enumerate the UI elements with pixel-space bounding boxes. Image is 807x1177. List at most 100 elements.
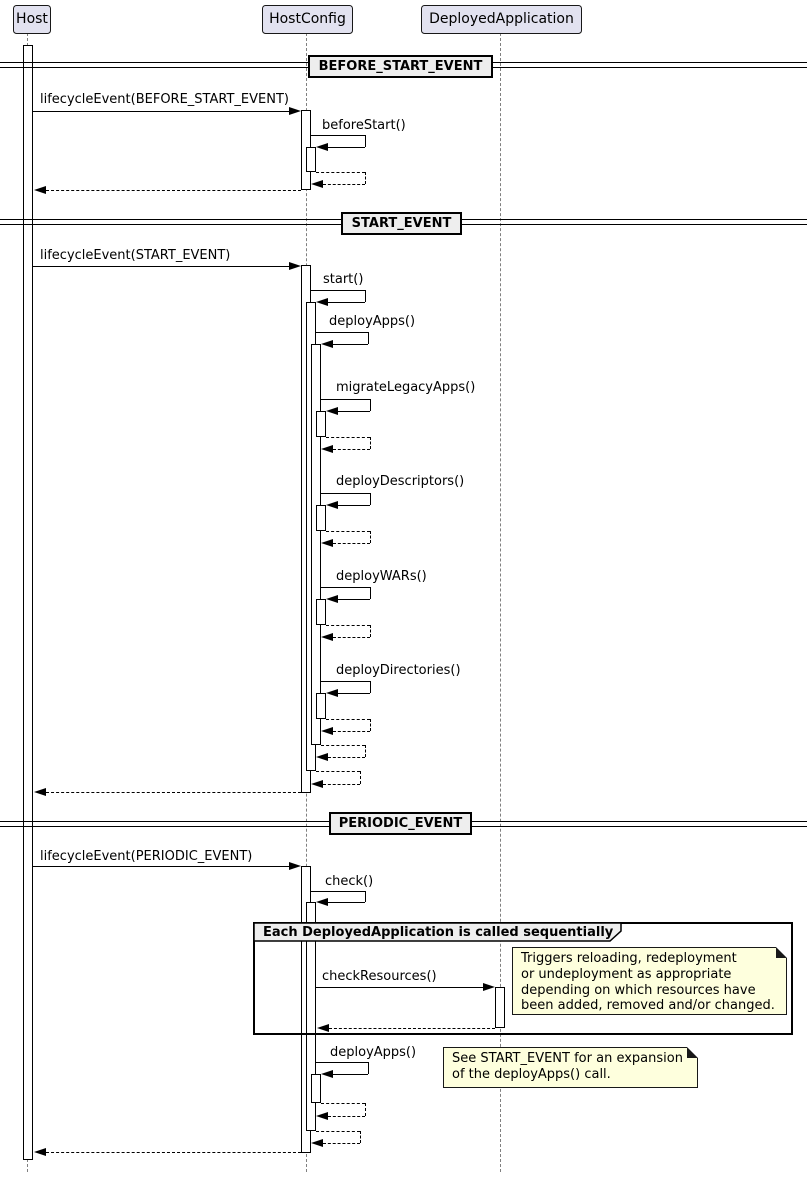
self-return-line xyxy=(316,172,365,173)
arrowhead-right-icon xyxy=(289,107,301,115)
activation-bar-checkresources xyxy=(495,987,505,1028)
arrowhead-left-icon xyxy=(34,788,46,796)
activation-bar-deploydirectories xyxy=(316,693,326,719)
divider-start-event: START_EVENT xyxy=(341,212,462,235)
self-call-line xyxy=(311,290,365,291)
arrowhead-left-icon xyxy=(326,595,338,603)
self-call-line xyxy=(316,332,368,333)
return-arrow xyxy=(329,1028,495,1029)
arrowhead-left-icon xyxy=(321,539,333,547)
note-check-resources: Triggers reloading, redeployment or unde… xyxy=(512,947,787,1015)
self-return-line xyxy=(333,731,370,732)
arrowhead-left-icon xyxy=(316,753,328,761)
arrowhead-left-icon xyxy=(321,445,333,453)
self-call-line xyxy=(365,135,366,147)
self-return-line xyxy=(326,625,370,626)
arrowhead-left-icon xyxy=(321,340,333,348)
self-return-line xyxy=(370,719,371,731)
arrowhead-left-icon xyxy=(316,1112,328,1120)
self-call-line xyxy=(333,344,368,345)
group-frame-title: Each DeployedApplication is called seque… xyxy=(263,925,614,940)
message-deployapps-periodic-label: deployApps() xyxy=(330,1045,417,1060)
message-lifecycle-periodic-label: lifecycleEvent(PERIODIC_EVENT) xyxy=(40,849,253,864)
message-deployapps-start-label: deployApps() xyxy=(329,314,416,329)
self-call-line xyxy=(328,147,365,148)
note-deploy-apps: See START_EVENT for an expansion of the … xyxy=(443,1047,698,1088)
self-call-line xyxy=(328,302,365,303)
message-beforestart-label: beforeStart() xyxy=(322,118,406,133)
activation-bar-deploywars xyxy=(316,599,326,625)
arrowhead-left-icon xyxy=(34,1148,46,1156)
message-lifecycle-before-start-label: lifecycleEvent(BEFORE_START_EVENT) xyxy=(40,92,289,107)
arrowhead-left-icon xyxy=(317,1024,329,1032)
return-arrow xyxy=(46,1152,301,1153)
message-check-label: check() xyxy=(325,874,374,889)
activation-bar-deploydescriptors xyxy=(316,505,326,531)
activation-bar-host xyxy=(23,45,33,1160)
arrowhead-left-icon xyxy=(311,780,323,788)
self-return-line xyxy=(370,437,371,449)
self-return-line xyxy=(321,1103,365,1104)
self-return-line xyxy=(365,1103,366,1116)
self-return-line xyxy=(321,745,365,746)
self-call-line xyxy=(370,681,371,693)
message-checkresources-label: checkResources() xyxy=(322,969,437,984)
self-call-line xyxy=(370,587,371,599)
arrowhead-left-icon xyxy=(316,298,328,306)
self-call-line xyxy=(311,891,365,892)
self-return-line xyxy=(323,784,360,785)
message-deploydescriptors-label: deployDescriptors() xyxy=(336,474,465,489)
self-return-line xyxy=(316,771,360,772)
self-return-line xyxy=(365,172,366,184)
self-call-line xyxy=(370,493,371,505)
message-deploydirectories-label: deployDirectories() xyxy=(336,663,461,678)
self-return-line xyxy=(323,184,365,185)
arrowhead-right-icon xyxy=(289,862,301,870)
self-call-line xyxy=(321,493,370,494)
arrowhead-left-icon xyxy=(326,407,338,415)
self-return-line xyxy=(316,1131,360,1132)
self-call-line xyxy=(368,1062,369,1074)
group-frame-tab xyxy=(253,922,622,942)
arrowhead-left-icon xyxy=(326,501,338,509)
arrowhead-left-icon xyxy=(316,143,328,151)
activation-bar-check xyxy=(306,902,316,1131)
self-call-line xyxy=(365,891,366,902)
self-call-line xyxy=(321,587,370,588)
arrowhead-left-icon xyxy=(311,180,323,188)
self-return-line xyxy=(360,1131,361,1143)
message-arrow xyxy=(33,866,289,867)
self-return-line xyxy=(333,637,370,638)
message-arrow xyxy=(316,987,483,988)
divider-before-start-event: BEFORE_START_EVENT xyxy=(308,55,493,78)
self-call-line xyxy=(370,399,371,411)
self-call-line xyxy=(368,332,369,344)
participant-deployedapplication: DeployedApplication xyxy=(421,5,582,34)
activation-bar-deployapps-periodic xyxy=(311,1074,321,1103)
arrowhead-right-icon xyxy=(289,262,301,270)
self-call-line xyxy=(328,902,365,903)
arrowhead-right-icon xyxy=(483,983,495,991)
message-lifecycle-start-label: lifecycleEvent(START_EVENT) xyxy=(40,248,231,263)
arrowhead-left-icon xyxy=(321,727,333,735)
arrowhead-left-icon xyxy=(311,1139,323,1147)
self-call-line xyxy=(321,681,370,682)
self-call-line xyxy=(338,599,370,600)
message-start-label: start() xyxy=(323,272,364,287)
participant-host: Host xyxy=(13,5,51,34)
activation-bar-migratelegacyapps xyxy=(316,411,326,437)
self-return-line xyxy=(328,757,365,758)
activation-bar-beforestart xyxy=(306,147,316,172)
self-call-line xyxy=(311,135,365,136)
self-call-line xyxy=(333,1074,368,1075)
self-call-line xyxy=(316,1062,368,1063)
self-return-line xyxy=(365,745,366,757)
arrowhead-left-icon xyxy=(316,898,328,906)
self-return-line xyxy=(328,1116,365,1117)
self-return-line xyxy=(326,437,370,438)
self-return-line xyxy=(326,531,370,532)
activation-bar-deployapps-start xyxy=(311,344,321,745)
self-call-line xyxy=(338,505,370,506)
arrowhead-left-icon xyxy=(321,633,333,641)
